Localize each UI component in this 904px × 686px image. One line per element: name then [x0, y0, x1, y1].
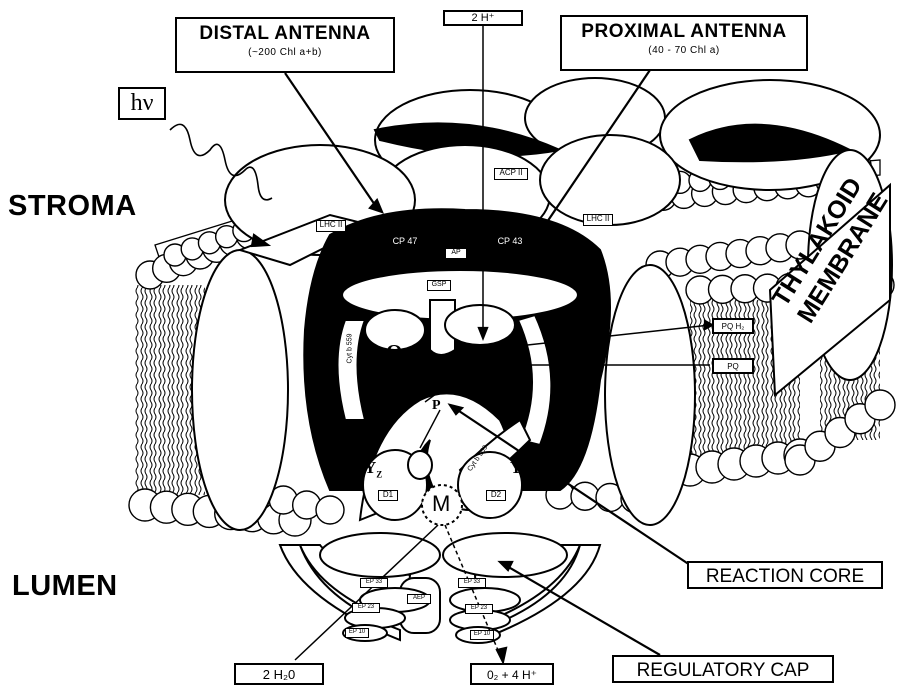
hb-label: HB	[455, 372, 475, 395]
reaction-core-label: REACTION CORE	[687, 561, 883, 589]
light-label: hν	[118, 87, 166, 120]
aep-tag: AEP	[407, 594, 431, 604]
ep33-right-tag: EP 33	[458, 578, 486, 588]
gsp-tag: GSP	[427, 280, 451, 291]
yd-sub: D	[522, 469, 529, 479]
yz-sub: Z	[376, 469, 382, 479]
ep10-right-tag: EP 10	[470, 630, 494, 640]
lipid-head	[865, 390, 895, 420]
lhc-left-tag: LHC II	[316, 220, 346, 232]
distal-antenna-sub: (~200 Chl a+b)	[177, 48, 393, 58]
fe-label: Fe	[432, 354, 446, 370]
acp-tag: ACP II	[494, 168, 528, 180]
qb-letter: Q	[471, 340, 487, 364]
oxygen-label: 0₂ + 4 H⁺	[470, 663, 554, 685]
m-label: M	[432, 491, 450, 517]
stroma-label: STROMA	[8, 190, 137, 223]
ep33-left-tag: EP 33	[360, 578, 388, 588]
regulatory-cap	[280, 533, 600, 643]
pq-label: PQ	[712, 358, 754, 374]
yz-label: YZ	[364, 458, 382, 479]
qa-sub: A	[402, 356, 409, 367]
p-label: P	[432, 398, 441, 414]
pqh2-label: PQ H₂	[712, 318, 754, 334]
hb-letter: H	[455, 372, 469, 392]
top-protons-label: 2 H⁺	[443, 10, 523, 26]
ha-sub: A	[414, 383, 421, 393]
qa-label: QA	[386, 340, 410, 367]
proximal-antenna-title: PROXIMAL ANTENNA	[581, 21, 786, 42]
hb-sub: B	[469, 385, 475, 395]
yd-letter: Y	[510, 458, 522, 477]
cp43-tag: CP 43	[493, 236, 527, 246]
ep23-left-tag: EP 23	[352, 603, 380, 613]
ha-letter: H	[400, 370, 414, 390]
lipid-head	[316, 496, 344, 524]
cyt-left-tag: Cyt b 559	[347, 319, 354, 379]
lumen-label: LUMEN	[12, 570, 118, 603]
proximal-antenna-label: PROXIMAL ANTENNA (40 - 70 Chl a)	[560, 15, 808, 71]
qa-letter: Q	[386, 340, 402, 364]
yz-letter: Y	[364, 458, 376, 477]
ha-label: HA	[400, 370, 421, 393]
d1-tag: D1	[378, 490, 398, 501]
water-label: 2 H₂0	[234, 663, 324, 685]
ap-tag: AP	[445, 248, 467, 259]
yd-label: YD	[510, 458, 529, 479]
regulatory-cap-label: REGULATORY CAP	[612, 655, 834, 683]
distal-antenna-title: DISTAL ANTENNA	[199, 23, 370, 44]
qb-sub: B	[487, 356, 494, 367]
lhc-right-tag: LHC II	[583, 214, 613, 226]
cp47-tag: CP 47	[388, 236, 422, 246]
ep10-left-tag: EP 10	[345, 628, 369, 638]
ep23-right-tag: EP 23	[465, 604, 493, 614]
proximal-antenna-sub: (40 - 70 Chl a)	[562, 46, 806, 56]
d2-tag: D2	[486, 490, 506, 501]
distal-antenna-label: DISTAL ANTENNA (~200 Chl a+b)	[175, 17, 395, 73]
qb-label: QB	[471, 340, 494, 367]
